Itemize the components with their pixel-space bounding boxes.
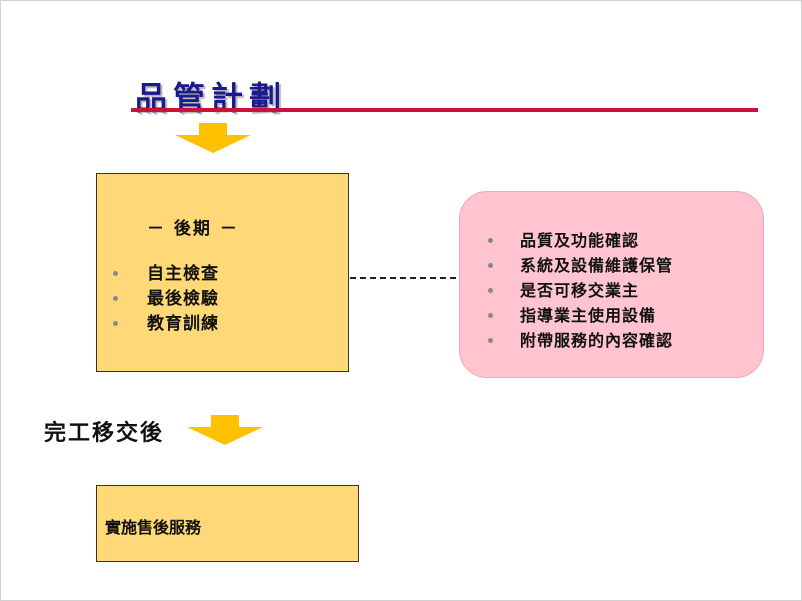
list-item-label: 教育訓練 (147, 314, 219, 334)
after-sales-box: 實施售後服務 (96, 485, 359, 562)
list-item: 是否可移交業主 (488, 278, 673, 303)
list-item-label: 最後檢驗 (147, 289, 219, 309)
list-item: 最後檢驗 (113, 287, 219, 312)
title-underline (131, 108, 758, 112)
bullet-icon (113, 271, 118, 276)
list-item: 品質及功能確認 (488, 228, 673, 253)
bullet-icon (488, 263, 493, 268)
list-item-label: 品質及功能確認 (520, 231, 640, 250)
bullet-icon (113, 321, 118, 326)
list-item-label: 自主檢查 (147, 264, 219, 284)
late-stage-box: － 後期 － 自主檢查 最後檢驗 教育訓練 (96, 173, 349, 372)
bullet-icon (488, 238, 493, 243)
handover-label: 完工移交後 (44, 420, 165, 446)
list-item: 系統及設備維護保管 (488, 253, 674, 278)
list-item: 教育訓練 (113, 312, 219, 337)
list-item: 指導業主使用設備 (488, 303, 673, 328)
checklist-box: 品質及功能確認 系統及設備維護保管 是否可移交業主 指導業主使用設備 附帶服務的… (459, 191, 764, 378)
list-item-label: 系統及設備維護保管 (520, 256, 674, 275)
down-arrow-icon (187, 415, 263, 445)
late-stage-list: 自主檢查 最後檢驗 教育訓練 (113, 262, 219, 337)
list-item-label: 附帶服務的內容確認 (520, 331, 674, 350)
down-arrow-icon (175, 123, 251, 153)
list-item: 附帶服務的內容確認 (488, 328, 674, 353)
bullet-icon (488, 313, 493, 318)
slide-title: 品管計劃 (135, 79, 288, 117)
bullet-icon (488, 338, 493, 343)
bullet-icon (488, 288, 493, 293)
after-sales-text: 實施售後服務 (105, 518, 202, 537)
list-item-label: 是否可移交業主 (520, 281, 640, 300)
checklist-list: 品質及功能確認 系統及設備維護保管 是否可移交業主 指導業主使用設備 附帶服務的… (488, 228, 674, 353)
list-item-label: 指導業主使用設備 (520, 306, 657, 325)
list-item: 自主檢查 (113, 262, 219, 287)
late-stage-heading: － 後期 － (147, 219, 239, 239)
bullet-icon (113, 296, 118, 301)
dashed-connector (350, 277, 456, 279)
